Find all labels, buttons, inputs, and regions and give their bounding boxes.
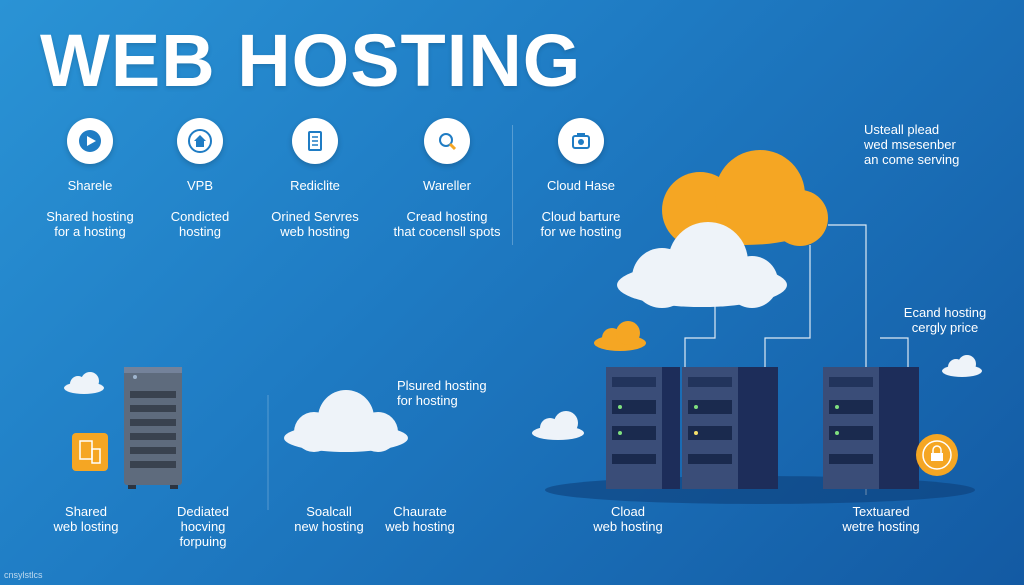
orange-server-icon [72, 433, 108, 471]
bottom-label-dedicated: Dediated hocving forpuing [153, 504, 253, 549]
category-desc-1: Condicted [170, 209, 230, 224]
label-line: new hosting [294, 519, 364, 534]
label-line: hocving [180, 519, 226, 534]
category-desc-1: Cloud barture [541, 209, 621, 224]
play-icon [67, 118, 113, 164]
bottom-label-scalable: Soalcall new hosting [282, 504, 376, 534]
white-cloud-mid [284, 390, 408, 452]
page-title: WEB HOSTING [40, 19, 582, 102]
server-rack-2 [682, 367, 778, 489]
white-cloud-large [617, 222, 787, 308]
watermark: cnsylstlcs [4, 570, 43, 580]
server-tower-left [124, 367, 182, 489]
bottom-label-cloud: Cload web hosting [578, 504, 678, 534]
label-line: web losting [53, 519, 119, 534]
side-note: Ecand hosting cergly price [890, 305, 1000, 335]
category-cloud: Cloud Hase Cloud barture for we hosting [516, 118, 646, 239]
category-name: Sharele [67, 178, 113, 193]
document-icon [292, 118, 338, 164]
label-line: web hosting [593, 519, 663, 534]
home-icon [177, 118, 223, 164]
category-desc-1: Cread hosting [406, 209, 488, 224]
label-line: Shared [65, 504, 107, 519]
mid-note-line: for hosting [397, 393, 458, 408]
category-name: VPB [186, 178, 213, 193]
bottom-label-shared: Shared web losting [36, 504, 136, 534]
mid-note-line: Plsured hosting [397, 378, 487, 393]
divider [512, 125, 513, 245]
server-rack-1 [606, 367, 680, 489]
right-note-line: an come serving [864, 152, 960, 167]
bottom-label-textured: Textuared wetre hosting [826, 504, 936, 534]
right-note: Usteall plead wed msesenber an come serv… [864, 122, 959, 167]
server-rack-3 [823, 367, 919, 489]
category-vps: VPB Condicted hosting [135, 118, 265, 239]
label-line: forpuing [179, 534, 227, 549]
right-note-line: Usteall plead [864, 122, 940, 137]
label-line: Chaurate [393, 504, 447, 519]
category-dedicated: Rediclite Orined Servres web hosting [250, 118, 380, 239]
white-cloud-small-left [64, 372, 104, 394]
category-desc-2: for we hosting [540, 224, 622, 239]
category-name: Rediclite [290, 178, 340, 193]
label-line: wetre hosting [842, 519, 920, 534]
white-cloud-small-right [942, 355, 982, 377]
category-desc-2: for a hosting [54, 224, 126, 239]
category-name: Cloud Hase [547, 178, 615, 193]
category-desc-2: that cocensll spots [393, 224, 501, 239]
lock-badge-icon [916, 434, 958, 476]
white-cloud-small-mid [532, 411, 584, 440]
label-line: Cload [611, 504, 645, 519]
category-name: Wareller [423, 178, 471, 193]
camera-icon [558, 118, 604, 164]
side-note-line: cergly price [911, 320, 979, 335]
magnifier-icon [424, 118, 470, 164]
mid-note: Plsured hosting for hosting [397, 378, 487, 408]
label-line: web hosting [385, 519, 455, 534]
category-desc-1: Shared hosting [46, 209, 134, 224]
label-line: Dediated [176, 504, 230, 519]
bottom-label-charuate: Chaurate web hosting [372, 504, 468, 534]
category-desc-2: web hosting [280, 224, 350, 239]
orange-cloud-small [594, 321, 646, 351]
right-note-line: wed msesenber [864, 137, 956, 152]
category-reseller: Wareller Cread hosting that cocensll spo… [382, 118, 512, 239]
category-desc-2: hosting [179, 224, 221, 239]
side-note-line: Ecand hosting [903, 305, 987, 320]
label-line: Soalcall [306, 504, 352, 519]
label-line: Textuared [852, 504, 910, 519]
category-shared: Sharele Shared hosting for a hosting [25, 118, 155, 239]
category-desc-1: Orined Servres [271, 209, 359, 224]
